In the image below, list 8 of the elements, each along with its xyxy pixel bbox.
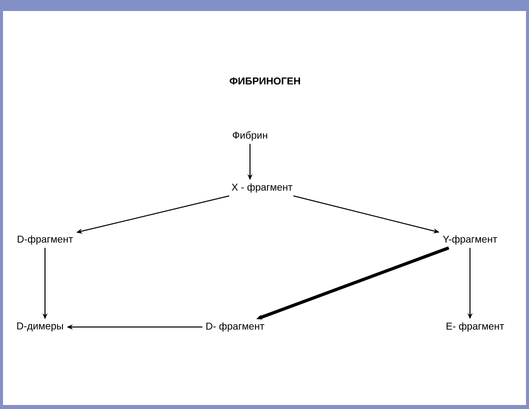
- node-label: D-фрагмент: [18, 235, 73, 245]
- node-label: Фибрин: [232, 131, 268, 141]
- node-label: X - фрагмент: [232, 183, 292, 193]
- title: ФИБРИНОГЕН: [230, 77, 300, 85]
- node-label: D- фрагмент: [206, 322, 264, 332]
- node-label: D-димеры: [17, 322, 63, 332]
- node-label: Y-фрагмент: [442, 235, 498, 245]
- node-label: E- фрагмент: [446, 322, 504, 332]
